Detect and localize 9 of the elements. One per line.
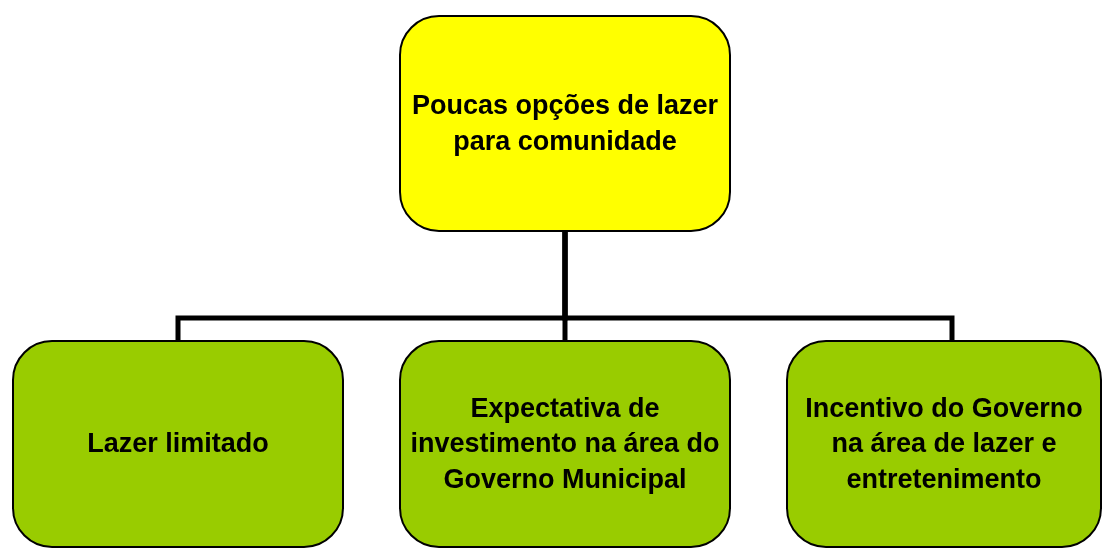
problem-box [399, 15, 731, 232]
connector-line [562, 232, 955, 340]
cause-box [786, 340, 1102, 548]
cause-box [399, 340, 731, 548]
box-label: Expectativa de investimento na área do Governo Municipal [409, 392, 721, 496]
cause-box [12, 340, 344, 548]
box-label: Lazer limitado [87, 427, 269, 461]
box-label: Poucas opções de lazer para comunidade [410, 89, 720, 158]
box-label: Incentivo do Governo na área de lazer e entretenimento [804, 392, 1084, 496]
